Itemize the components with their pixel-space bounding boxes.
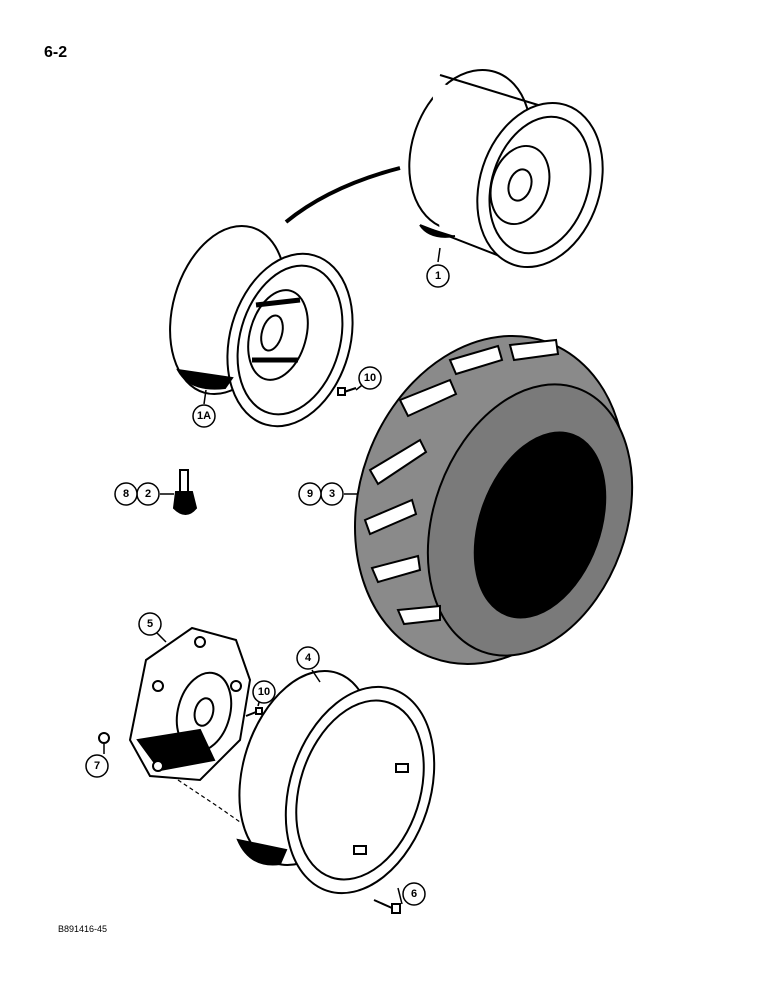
center-disc-part	[128, 626, 252, 782]
callout-1: 1	[426, 264, 450, 288]
svg-text:2: 2	[145, 488, 151, 500]
tire-part	[354, 334, 634, 666]
rim-wheel-1	[408, 68, 604, 270]
callout-7: 7	[85, 754, 109, 778]
svg-text:3: 3	[329, 488, 335, 500]
rim-part-4	[236, 669, 436, 895]
rim-wheel-1A	[169, 224, 354, 428]
bolt-10-lower	[245, 707, 263, 717]
svg-text:5: 5	[147, 618, 153, 630]
svg-text:4: 4	[305, 652, 312, 664]
page-number: 6-2	[44, 44, 68, 61]
svg-text:10: 10	[364, 372, 376, 384]
svg-text:10: 10	[258, 686, 270, 698]
svg-text:8: 8	[123, 488, 129, 500]
connector-arrow	[284, 166, 401, 224]
callout-2: 2	[136, 482, 160, 506]
svg-text:7: 7	[94, 760, 100, 772]
assembly-dash-line	[177, 779, 241, 823]
svg-text:6: 6	[411, 888, 417, 900]
bolt-6	[373, 899, 401, 914]
figure-code: B891416-45	[58, 924, 108, 934]
callout-10-lower: 10	[252, 680, 276, 704]
nut-7	[98, 732, 110, 744]
svg-text:9: 9	[307, 488, 313, 500]
valve-stem-part	[172, 469, 198, 515]
callout-3: 3	[320, 482, 344, 506]
callout-4: 4	[296, 646, 320, 670]
svg-text:1A: 1A	[197, 410, 211, 422]
bolt-10-upper	[337, 387, 357, 396]
callout-10-upper: 10	[358, 366, 382, 390]
callout-1A: 1A	[192, 404, 216, 428]
callout-8: 8	[114, 482, 138, 506]
callout-9: 9	[298, 482, 322, 506]
svg-text:1: 1	[435, 270, 441, 282]
callout-6: 6	[402, 882, 426, 906]
callout-5: 5	[138, 612, 162, 636]
